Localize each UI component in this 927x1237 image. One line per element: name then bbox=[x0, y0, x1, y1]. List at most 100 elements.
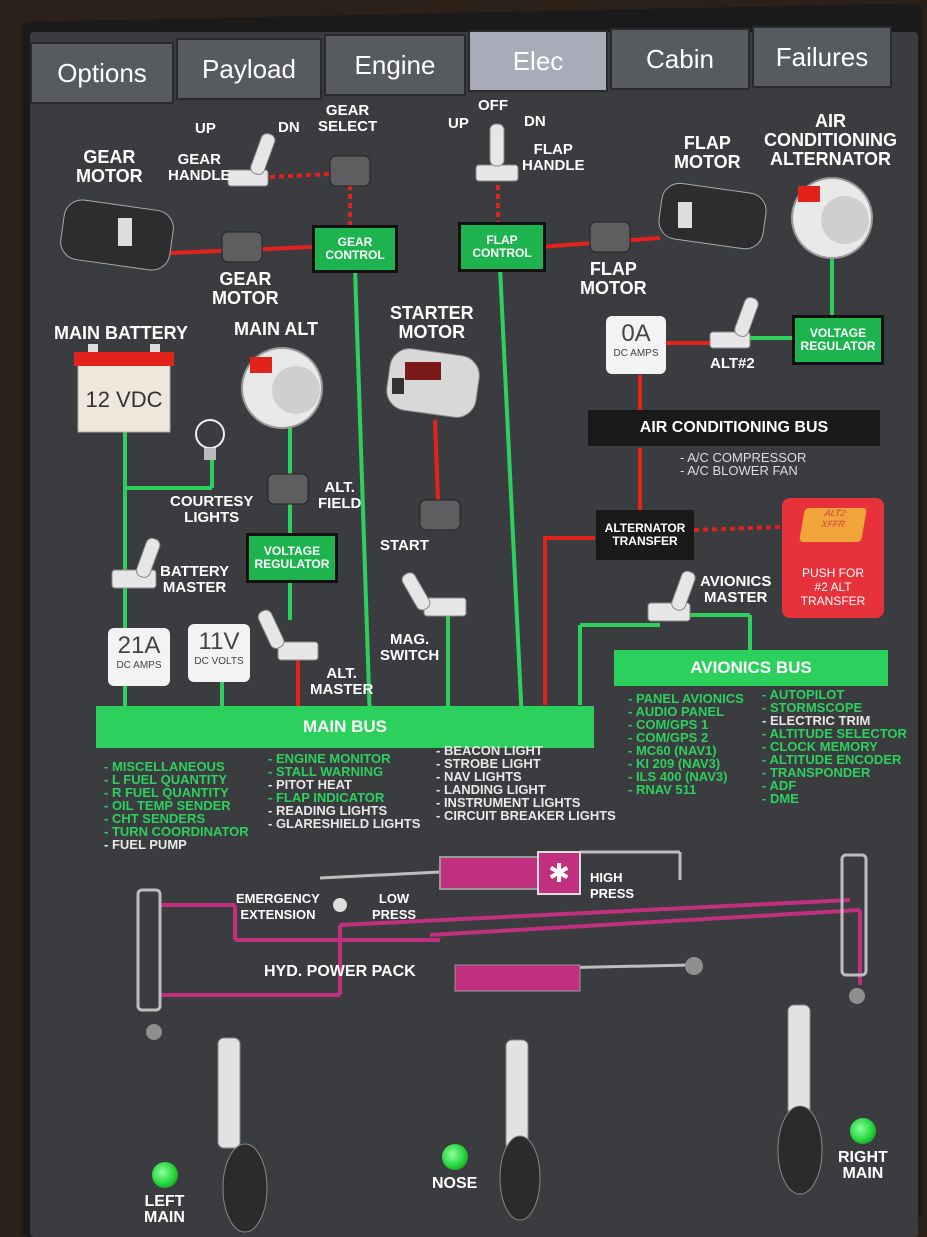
list-item: - CHT SENDERS bbox=[104, 811, 206, 826]
left-main-wheel bbox=[222, 1143, 268, 1233]
up-label-2: UP bbox=[448, 115, 469, 132]
list-item: - NAV LIGHTS bbox=[436, 769, 522, 784]
alt-field-knob bbox=[267, 473, 309, 505]
list-item: - FUEL PUMP bbox=[104, 837, 187, 852]
list-item: - STROBE LIGHT bbox=[436, 756, 541, 771]
list-item: - COM/GPS 2 bbox=[628, 730, 709, 745]
gear-motor-small-label: GEAR MOTOR bbox=[212, 269, 279, 308]
flap-control-box: FLAP CONTROL bbox=[458, 222, 546, 272]
avionics-bus: AVIONICS BUS bbox=[614, 650, 888, 686]
mag-switch-label: MAG. SWITCH bbox=[380, 631, 440, 664]
main-bus: MAIN BUS bbox=[96, 706, 594, 748]
list-item: - TRANSPONDER bbox=[762, 765, 871, 780]
list-item: - DME bbox=[762, 791, 799, 806]
flap-motor-knob bbox=[589, 221, 631, 253]
emergency-extension-label: EMERGENCY EXTENSION bbox=[236, 891, 320, 922]
hydraulic-pump-icon: ✱ bbox=[439, 851, 581, 895]
list-item: - CIRCUIT BREAKER LIGHTS bbox=[436, 808, 616, 823]
list-item: - AUDIO PANEL bbox=[628, 704, 725, 719]
main-amps-gauge: 21A DC AMPS bbox=[108, 628, 170, 686]
tab-engine[interactable]: Engine bbox=[324, 34, 466, 96]
dn-label: DN bbox=[278, 119, 300, 136]
toggle-switches bbox=[111, 123, 759, 661]
hydraulic-lines bbox=[160, 898, 862, 997]
list-item: - MC60 (NAV1) bbox=[628, 743, 717, 758]
main-volts-value: 11V bbox=[198, 628, 240, 655]
main-alt-title: MAIN ALT bbox=[234, 319, 318, 339]
air-conditioning-bus: AIR CONDITIONING BUS bbox=[588, 410, 880, 446]
list-item: - ALTITUDE ENCODER bbox=[762, 752, 902, 767]
gear-control-box: GEAR CONTROL bbox=[312, 225, 398, 273]
tab-payload[interactable]: Payload bbox=[176, 38, 322, 100]
mag-switch bbox=[401, 572, 467, 617]
list-item: - PANEL AVIONICS bbox=[628, 691, 744, 706]
avionics-list-1: - PANEL AVIONICS- AUDIO PANEL- COM/GPS 1… bbox=[628, 692, 744, 796]
avionics-master-switch bbox=[647, 570, 696, 622]
start-label: START bbox=[380, 537, 429, 554]
voltage-regulator-ac: VOLTAGE REGULATOR bbox=[792, 315, 884, 365]
actuator-cylinder bbox=[454, 964, 581, 992]
ac-amps-unit: DC AMPS bbox=[613, 348, 659, 359]
ac-alternator-title: AIR CONDITIONING ALTERNATOR bbox=[764, 111, 897, 169]
dashed-control-lines bbox=[269, 172, 781, 532]
tab-options[interactable]: Options bbox=[30, 42, 174, 104]
list-item: - ALTITUDE SELECTOR bbox=[762, 726, 907, 741]
list-item: - BEACON LIGHT bbox=[436, 743, 543, 758]
alt-transfer-cap[interactable]: ALT2 XFFR bbox=[799, 508, 867, 542]
list-item: - STORMSCOPE bbox=[762, 700, 863, 715]
hyd-power-pack-label: HYD. POWER PACK bbox=[264, 963, 416, 980]
gear-select-knob bbox=[329, 155, 371, 187]
ac-alternator-icon bbox=[791, 177, 873, 259]
list-item: - ADF bbox=[762, 778, 797, 793]
list-item: - TURN COORDINATOR bbox=[104, 824, 249, 839]
actuator-end bbox=[685, 957, 703, 975]
alt-transfer-button[interactable]: ALT2 XFFR PUSH FOR #2 ALT TRANSFER bbox=[782, 498, 884, 618]
up-label: UP bbox=[195, 120, 216, 137]
battery-master-switch bbox=[111, 537, 161, 589]
list-item: - GLARESHIELD LIGHTS bbox=[268, 816, 421, 831]
avionics-master-label: AVIONICS MASTER bbox=[700, 573, 772, 606]
alt2-label: ALT#2 bbox=[710, 355, 755, 372]
dn-label-2: DN bbox=[524, 113, 546, 130]
tab-failures[interactable]: Failures bbox=[752, 26, 892, 88]
nose-wheel bbox=[499, 1135, 541, 1221]
start-knob bbox=[419, 499, 461, 531]
flap-handle-label: FLAP HANDLE bbox=[522, 141, 585, 174]
low-press-label: LOW PRESS bbox=[372, 891, 417, 922]
wire-flap-control bbox=[498, 267, 524, 723]
starter-motor-icon bbox=[386, 348, 480, 418]
main-battery-title: MAIN BATTERY bbox=[54, 323, 188, 343]
alt-transfer-cap-text: ALT2 XFFR bbox=[820, 508, 847, 529]
emergency-valve bbox=[333, 898, 347, 912]
list-item: - READING LIGHTS bbox=[268, 803, 388, 818]
list-item: - LANDING LIGHT bbox=[436, 782, 546, 797]
ac-compressor-item: - A/C COMPRESSOR bbox=[680, 450, 807, 465]
list-item: - AUTOPILOT bbox=[762, 687, 845, 702]
alt-master-label: ALT. MASTER bbox=[310, 665, 374, 698]
list-item: - COM/GPS 1 bbox=[628, 717, 709, 732]
green-wires bbox=[123, 258, 834, 723]
wire-gear-control bbox=[353, 267, 372, 723]
alt-transfer-text: PUSH FOR #2 ALT TRANSFER bbox=[800, 566, 866, 608]
list-item: - KI 209 (NAV3) bbox=[628, 756, 721, 771]
left-main-strut bbox=[217, 1037, 241, 1149]
list-item: - OIL TEMP SENDER bbox=[104, 798, 231, 813]
right-main-wheel bbox=[777, 1105, 823, 1195]
list-item: - L FUEL QUANTITY bbox=[104, 772, 228, 787]
main-bus-list-3: - BEACON LIGHT- STROBE LIGHT- NAV LIGHTS… bbox=[436, 744, 616, 822]
battery-master-label: BATTERY MASTER bbox=[160, 563, 230, 596]
list-item: - ENGINE MONITOR bbox=[268, 751, 391, 766]
off-label: OFF bbox=[478, 97, 508, 114]
tab-cabin[interactable]: Cabin bbox=[610, 28, 750, 90]
ac-amps-value: 0A bbox=[621, 320, 651, 347]
ac-amps-gauge: 0A DC AMPS bbox=[606, 316, 666, 374]
tab-elec[interactable]: Elec bbox=[468, 30, 608, 92]
avionics-list-2: - AUTOPILOT- STORMSCOPE- ELECTRIC TRIM- … bbox=[762, 688, 907, 805]
alt2-switch bbox=[709, 296, 759, 349]
nose-label: NOSE bbox=[432, 1175, 478, 1192]
main-alt-icon bbox=[241, 347, 323, 429]
list-item: - RNAV 511 bbox=[628, 782, 697, 797]
flap-handle-switch bbox=[475, 123, 519, 182]
list-item: - R FUEL QUANTITY bbox=[104, 785, 229, 800]
